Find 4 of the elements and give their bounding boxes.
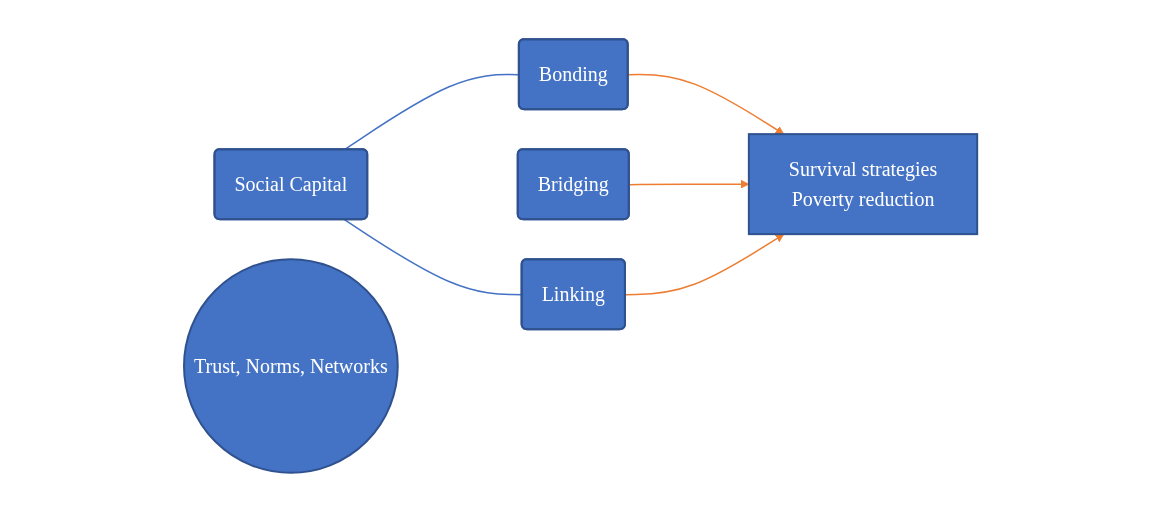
node-circle: Trust, Norms, Networks: [182, 258, 399, 474]
node-box: Survival strategies Poverty reduction: [747, 133, 979, 236]
arrow: [624, 233, 785, 296]
arrow: [627, 73, 785, 135]
